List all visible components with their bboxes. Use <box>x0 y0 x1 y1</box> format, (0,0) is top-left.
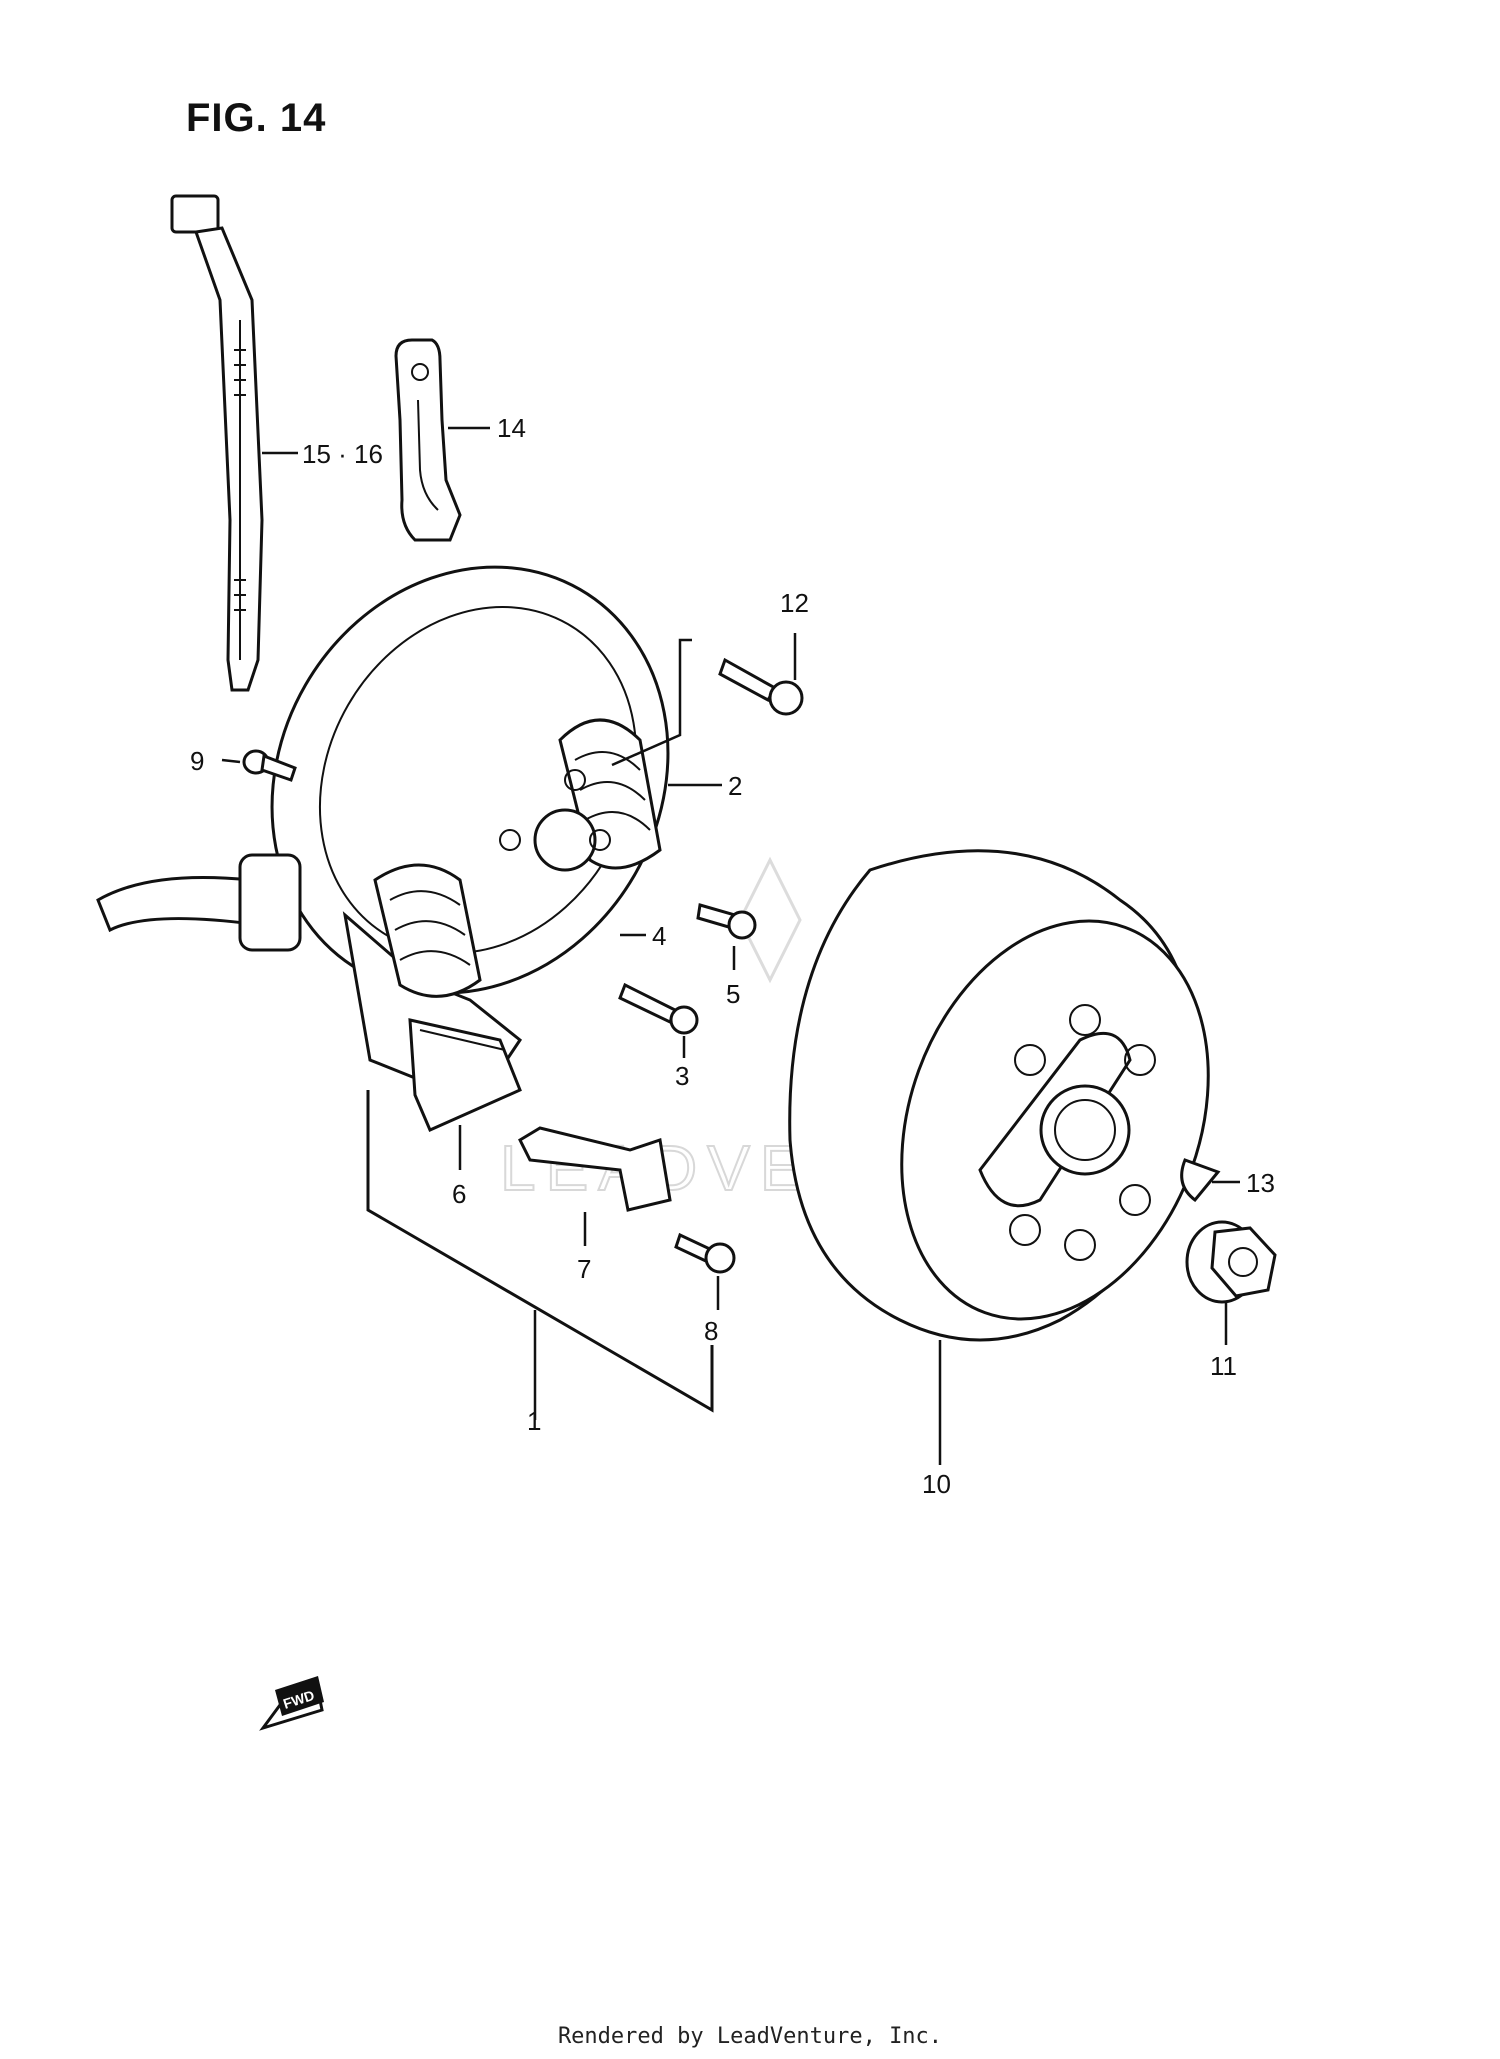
clamp-band <box>394 338 462 542</box>
stator-assembly <box>96 565 670 1082</box>
footer-credit: Rendered by LeadVenture, Inc. <box>557 2024 943 2049</box>
screw-9 <box>242 749 297 782</box>
figure-title: FIG. 14 <box>186 96 327 140</box>
bracket <box>518 1126 672 1212</box>
pulser-coil <box>408 1018 522 1132</box>
callout-15-16: 15 · 16 <box>302 439 383 469</box>
callout-3: 3 <box>675 1061 689 1091</box>
callout-11: 11 <box>1210 1351 1237 1381</box>
callout-labels: 1 2 3 4 5 6 7 8 9 10 11 12 13 14 15 · 16 <box>190 413 1275 1499</box>
cable-tie <box>170 194 264 692</box>
woodruff-key <box>1180 1158 1221 1203</box>
flywheel-rotor <box>788 849 1210 1342</box>
screw-5 <box>696 903 757 940</box>
screw-8 <box>674 1232 736 1274</box>
callout-9: 9 <box>190 746 204 776</box>
callout-6: 6 <box>452 1179 466 1209</box>
leader-lines <box>221 426 1240 1465</box>
callout-4: 4 <box>652 921 666 951</box>
callout-13: 13 <box>1246 1168 1275 1198</box>
callout-5: 5 <box>726 979 740 1009</box>
callout-7: 7 <box>577 1254 591 1284</box>
flange-nut <box>1185 1220 1277 1304</box>
screw-3 <box>618 982 699 1035</box>
callout-2: 2 <box>728 771 742 801</box>
callout-1: 1 <box>527 1406 541 1436</box>
callout-10: 10 <box>922 1469 951 1499</box>
callout-12: 12 <box>780 588 809 618</box>
callout-14: 14 <box>497 413 526 443</box>
fwd-badge: FWD <box>259 1676 324 1731</box>
screw-12 <box>718 657 804 716</box>
callout-8: 8 <box>704 1316 718 1346</box>
